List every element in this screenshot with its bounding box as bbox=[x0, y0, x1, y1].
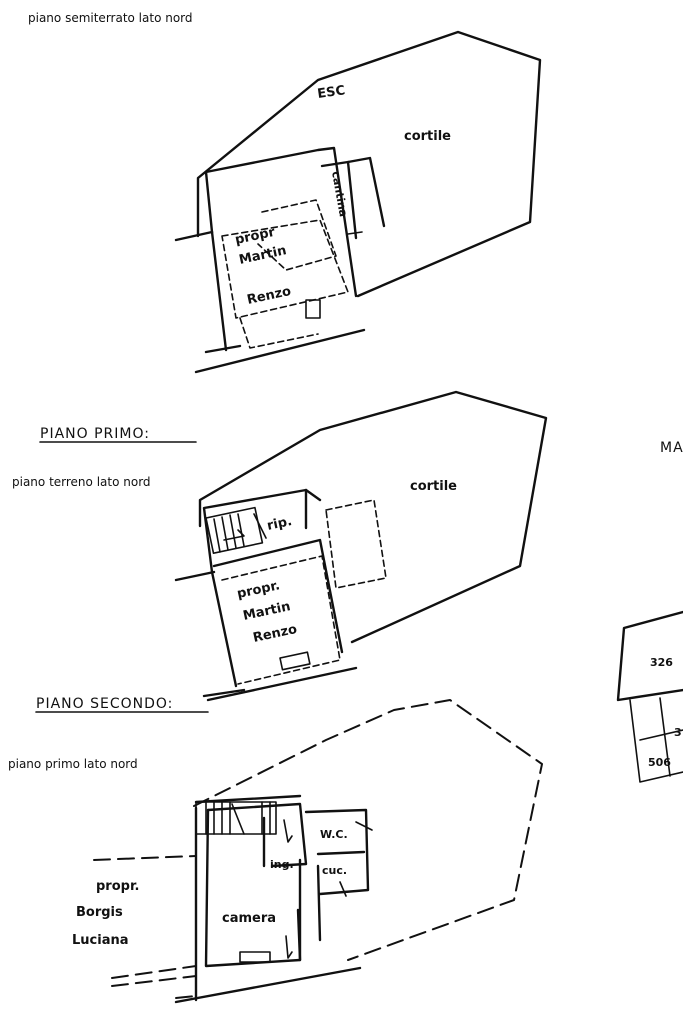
room-outline bbox=[257, 199, 337, 271]
building-wall bbox=[316, 864, 322, 942]
owner-label: propr. bbox=[236, 578, 282, 602]
plan-subtitle: piano primo lato nord bbox=[8, 757, 138, 771]
building-wall bbox=[210, 570, 238, 688]
site-boundary bbox=[198, 390, 548, 644]
site-boundary bbox=[193, 699, 543, 961]
neighbour-line bbox=[175, 995, 197, 999]
stair-arrow bbox=[223, 529, 245, 541]
neighbour-label: Borgis bbox=[76, 905, 123, 920]
owner-label: propr bbox=[234, 225, 277, 248]
building-wall bbox=[316, 850, 366, 856]
map-parcel-outline bbox=[629, 699, 683, 783]
owner-label: Renzo bbox=[252, 622, 299, 646]
stairs bbox=[205, 506, 264, 555]
plan-subtitle: piano terreno lato nord bbox=[12, 475, 151, 489]
map-parcel-outline bbox=[639, 729, 683, 741]
stair-treads bbox=[213, 513, 245, 553]
entrance-label: ing. bbox=[270, 858, 294, 871]
stair-arrow bbox=[285, 935, 293, 959]
street-line bbox=[174, 570, 216, 582]
cellar-wall bbox=[346, 156, 386, 228]
storage-label: rip. bbox=[266, 514, 294, 534]
parcel-number: 3 bbox=[674, 726, 682, 739]
building-wall bbox=[210, 230, 228, 352]
window-mark bbox=[305, 299, 321, 319]
kitchen-label: cuc. bbox=[322, 864, 347, 877]
map-parcel-outline bbox=[659, 697, 671, 777]
street-line bbox=[194, 328, 366, 374]
street-line bbox=[202, 688, 246, 698]
street-line bbox=[174, 230, 214, 242]
owner-label: Martin bbox=[242, 599, 292, 624]
plan-title: PIANO PRIMO: bbox=[40, 426, 150, 442]
neighbour-label: propr. bbox=[96, 879, 139, 894]
door-mark bbox=[355, 821, 373, 831]
stair-diagonal bbox=[253, 513, 267, 539]
building-wall bbox=[204, 146, 358, 298]
courtyard-label: cortile bbox=[404, 129, 451, 144]
location-map-fragment: MA 326 3 506 bbox=[616, 440, 683, 783]
cellar-wall bbox=[347, 231, 363, 235]
exit-label: ESC bbox=[316, 83, 346, 102]
room-outline bbox=[325, 499, 387, 589]
map-parcel-outline bbox=[616, 610, 683, 702]
neighbour-line bbox=[93, 855, 197, 861]
bedroom-label: camera bbox=[222, 911, 276, 926]
room-outline bbox=[239, 317, 319, 349]
courtyard-label: cortile bbox=[410, 479, 457, 494]
stair-arrow bbox=[283, 819, 293, 843]
plan-primo: PIANO PRIMO: piano terreno lato nord cor… bbox=[12, 390, 548, 702]
wc-label: W.C. bbox=[320, 828, 348, 841]
owner-label: Renzo bbox=[246, 284, 293, 308]
building-wall bbox=[202, 488, 322, 574]
plan-subtitle: piano semiterrato lato nord bbox=[28, 11, 193, 25]
site-boundary bbox=[196, 30, 542, 298]
window-mark bbox=[239, 951, 271, 963]
street-line bbox=[206, 666, 358, 702]
plan-title: PIANO SECONDO: bbox=[36, 696, 173, 712]
plan-semiterrato: piano semiterrato lato nord ESC cortile … bbox=[28, 11, 542, 374]
parcel-number: 326 bbox=[650, 656, 673, 669]
plan-secondo: PIANO SECONDO: piano primo lato nord bbox=[8, 696, 543, 1004]
building-wall bbox=[174, 966, 362, 1004]
window-mark bbox=[279, 651, 311, 671]
neighbour-label: Luciana bbox=[72, 933, 129, 948]
stair-treads bbox=[205, 801, 271, 835]
neighbour-line bbox=[111, 965, 197, 979]
building-wall bbox=[194, 794, 302, 804]
stairs bbox=[195, 801, 277, 835]
building-wall bbox=[212, 538, 344, 654]
map-heading: MA bbox=[660, 440, 683, 456]
room-outline bbox=[221, 555, 341, 685]
cellar-label: cantina bbox=[329, 170, 350, 218]
neighbour-line bbox=[111, 975, 197, 987]
street-line bbox=[204, 344, 242, 354]
door-mark bbox=[339, 881, 347, 897]
room-outline bbox=[221, 219, 349, 319]
parcel-number: 506 bbox=[648, 756, 671, 769]
building-wall bbox=[206, 802, 308, 868]
stair-diagonal bbox=[231, 803, 245, 835]
